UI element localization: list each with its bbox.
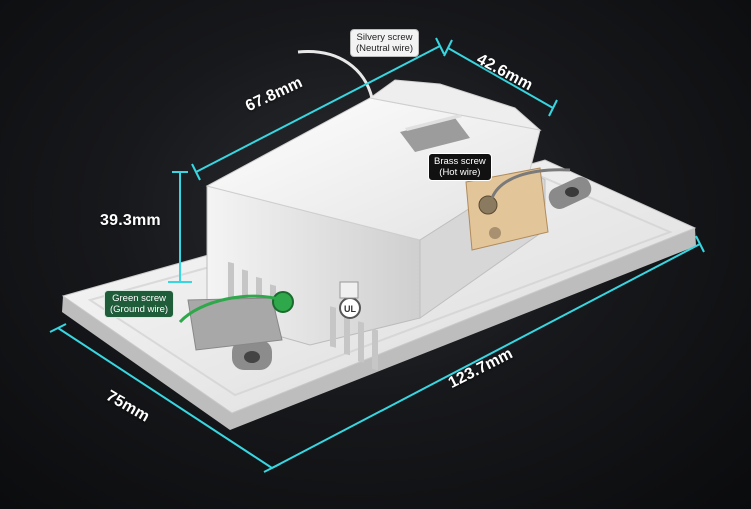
vent-grille <box>228 261 378 371</box>
brass-terminal <box>465 167 549 251</box>
neutral-wire <box>297 50 374 99</box>
ground-bracket <box>187 291 294 351</box>
callout-brass-line1: Brass screw <box>434 156 486 167</box>
dimension-lines <box>49 37 705 473</box>
callout-green-line2: (Ground wire) <box>110 304 169 315</box>
callout-green-screw: Green screw (Ground wire) <box>104 290 175 318</box>
ul-certification-mark-icon: UL <box>339 281 361 319</box>
callout-silvery-line1: Silvery screw <box>356 32 413 43</box>
ground-wire <box>178 294 283 324</box>
screw-icon <box>275 294 291 310</box>
callout-silvery-line2: (Neutral wire) <box>356 43 414 54</box>
callout-silvery-screw: Silvery screw (Neutral wire) <box>350 29 420 57</box>
hot-wire <box>490 168 571 199</box>
callout-brass-screw: Brass screw (Hot wire) <box>428 153 492 181</box>
callout-brass-line2: (Hot wire) <box>439 167 481 178</box>
svg-text:UL: UL <box>344 304 356 314</box>
callout-green-line1: Green screw <box>112 293 166 304</box>
dimension-height: 39.3mm <box>100 212 161 229</box>
